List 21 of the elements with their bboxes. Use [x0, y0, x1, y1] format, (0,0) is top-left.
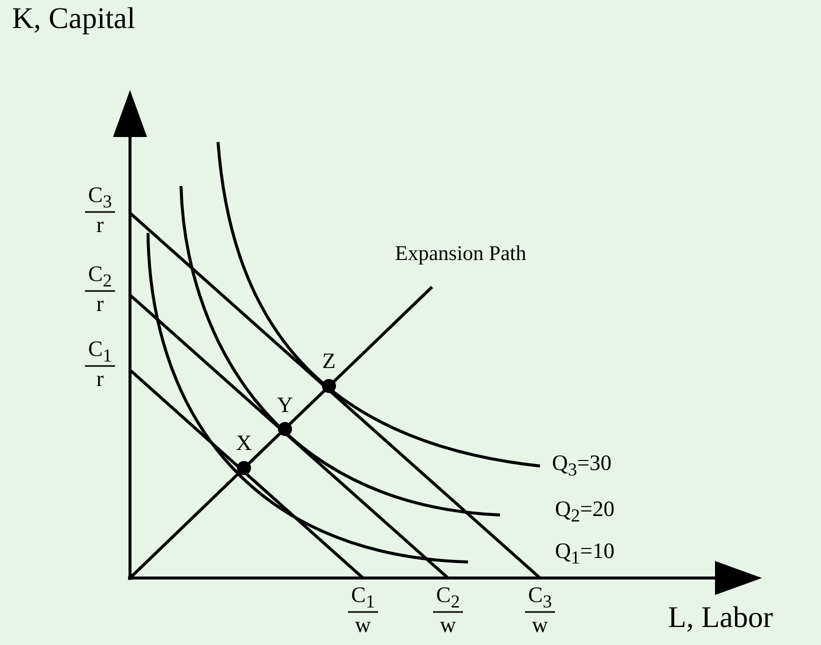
- fraction-denominator: w: [440, 614, 456, 636]
- point-label: Z: [322, 350, 336, 372]
- axis-title: K, Capital: [12, 4, 136, 34]
- fraction-denominator: w: [355, 614, 371, 636]
- fraction-numerator: C$_{3}$: [88, 184, 112, 211]
- fraction-numerator: C$_{2}$: [88, 263, 112, 290]
- fraction-numerator: C$_{3}$: [528, 584, 552, 611]
- fraction-denominator: r: [96, 368, 104, 390]
- point-label: Y: [277, 394, 293, 416]
- fraction-denominator: w: [532, 614, 548, 636]
- point-label: X: [236, 432, 252, 454]
- fraction-denominator: r: [96, 214, 104, 236]
- curve-label: Q$_{1}$=10: [555, 540, 614, 567]
- fraction-numerator: C$_{2}$: [436, 584, 460, 611]
- fraction-numerator: C$_{1}$: [351, 584, 375, 611]
- curve-label: Q$_{3}$=30: [552, 452, 612, 479]
- curve-label: Q$_{2}$=20: [555, 498, 614, 525]
- fraction-denominator: r: [96, 293, 104, 315]
- line-label: Expansion Path: [395, 243, 526, 264]
- axis-title: L, Labor: [668, 603, 773, 633]
- fraction-numerator: C$_{1}$: [88, 338, 112, 365]
